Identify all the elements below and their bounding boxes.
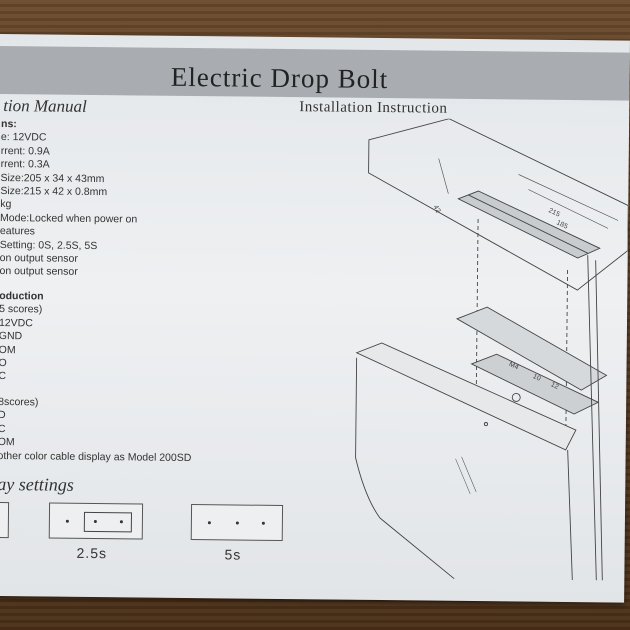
door-frame-top-shape (368, 118, 629, 291)
door-left-edge-shape (355, 357, 455, 580)
wiring-line: O (0, 357, 7, 370)
manual-heading: tion Manual (3, 96, 87, 116)
dip-switch-2-5s (48, 502, 144, 540)
spec-list: ns: e: 12VDC rrent: 0.9A rrent: 0.3A Siz… (0, 118, 231, 281)
dimension-label: 215 (547, 207, 561, 218)
wiring-line: GND (0, 330, 23, 343)
delay-label-2-5s: 2.5s (76, 544, 108, 562)
wiring-line: OM (0, 343, 16, 356)
page-title: Electric Drop Bolt (170, 61, 389, 95)
dip-dot (261, 521, 265, 525)
plate-label: M4 (508, 361, 520, 372)
installation-heading: Installation Instruction (299, 99, 448, 117)
wiring-line: 12VDC (0, 316, 33, 330)
wiring-line: other color cable display as Model 200SD (0, 449, 192, 464)
delay-settings-heading: ay settings (0, 473, 74, 495)
wiring-line: C (0, 370, 7, 383)
wiring-heading: oduction (0, 290, 44, 303)
dimension-label: 42 (431, 204, 441, 214)
title-bar: Electric Drop Bolt (0, 45, 630, 101)
wiring-line: 8scores) (0, 396, 39, 409)
delay-label-5s: 5s (224, 546, 242, 563)
dip-dot (65, 519, 69, 523)
lock-body-shape (456, 306, 608, 391)
dip-dot (119, 520, 123, 524)
plate-label: 10 (532, 373, 542, 383)
dip-dot (235, 521, 239, 525)
door-top-edge-shape (355, 342, 577, 451)
dip-switch-0s (0, 501, 10, 539)
dimension-label: 185 (555, 219, 569, 230)
plate-label: 12 (549, 381, 559, 391)
instruction-sheet: Electric Drop Bolt tion Manual Installat… (0, 34, 630, 603)
dip-selected-box (83, 511, 132, 533)
dip-dot (207, 521, 211, 525)
spec-line: on output sensor (0, 265, 78, 279)
dip-dot (93, 520, 97, 524)
wiring-line: 5 scores) (0, 303, 43, 316)
wiring-section-2: 8scores) D C OM other color cable displa… (0, 396, 192, 465)
wiring-section: oduction 5 scores) 12VDC GND OM O C (0, 290, 44, 384)
dip-switch-5s (190, 504, 284, 541)
installation-diagram: 215 185 42 M4 10 12 (355, 118, 629, 581)
